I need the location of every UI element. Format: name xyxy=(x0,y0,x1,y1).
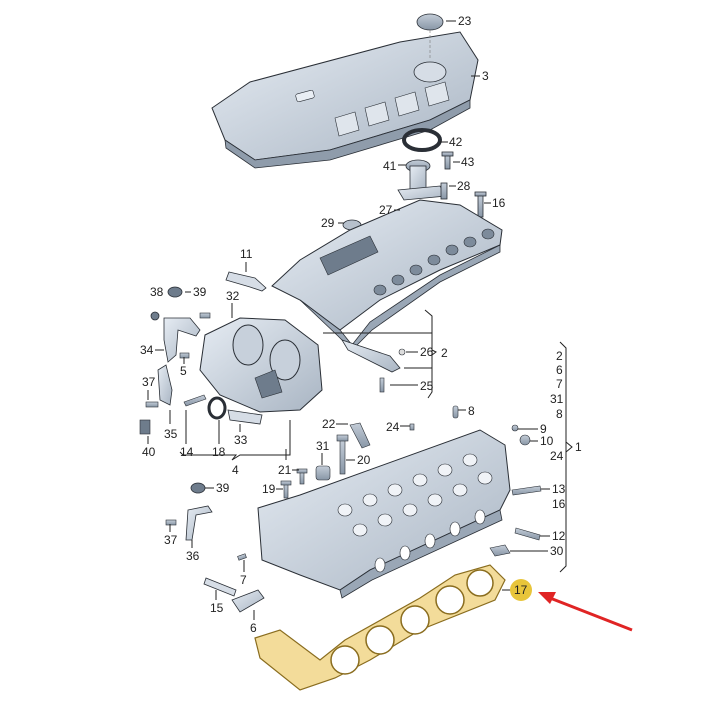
callout-4-group[interactable]: 4 xyxy=(232,463,239,477)
callout-22[interactable]: 22 xyxy=(322,417,336,431)
callout-36[interactable]: 36 xyxy=(186,549,200,563)
callout-23[interactable]: 23 xyxy=(458,14,472,28)
callout-8[interactable]: 8 xyxy=(468,404,475,418)
callout-24-mid[interactable]: 24 xyxy=(386,420,400,434)
callout-33[interactable]: 33 xyxy=(234,433,248,447)
callout-10[interactable]: 10 xyxy=(540,434,554,448)
callout-14[interactable]: 14 xyxy=(180,445,194,459)
oil-filler-cap-part xyxy=(416,13,444,31)
callout-25[interactable]: 25 xyxy=(420,379,434,393)
callout-16-bottom[interactable]: 16 xyxy=(552,497,566,511)
callout-28[interactable]: 28 xyxy=(457,179,471,193)
callout-29[interactable]: 29 xyxy=(321,216,335,230)
callout-17-highlighted[interactable]: 17 xyxy=(514,583,528,597)
callout-16-top[interactable]: 16 xyxy=(492,196,506,210)
callout-3[interactable]: 3 xyxy=(482,69,489,83)
callout-30[interactable]: 30 xyxy=(550,544,564,558)
cylinder-head-part xyxy=(257,429,511,599)
callout-11[interactable]: 11 xyxy=(240,247,253,261)
engine-cover-part xyxy=(211,31,479,169)
callout-40[interactable]: 40 xyxy=(142,445,156,459)
callout-7[interactable]: 7 xyxy=(240,573,247,587)
leader-lines xyxy=(147,20,573,620)
callout-2-group[interactable]: 2 xyxy=(441,346,448,360)
callout-27[interactable]: 27 xyxy=(379,203,393,217)
group1-item-6: 6 xyxy=(556,363,563,377)
callout-37-top[interactable]: 37 xyxy=(142,375,156,389)
callout-6[interactable]: 6 xyxy=(250,621,257,635)
callout-13[interactable]: 13 xyxy=(552,482,566,496)
timing-cover-part xyxy=(199,317,323,413)
seal-ring-part xyxy=(402,128,442,152)
highlight-arrow xyxy=(538,592,633,632)
callout-19[interactable]: 19 xyxy=(262,482,276,496)
group1-item-8: 8 xyxy=(556,407,563,421)
callout-39-top[interactable]: 39 xyxy=(193,285,207,299)
camshaft-housing-part xyxy=(271,199,503,351)
group1-item-24: 24 xyxy=(550,449,564,463)
callout-1-group[interactable]: 1 xyxy=(575,440,582,454)
callout-15[interactable]: 15 xyxy=(210,601,224,615)
callout-32[interactable]: 32 xyxy=(226,289,240,303)
head-gasket-part xyxy=(254,564,506,691)
callout-34[interactable]: 34 xyxy=(140,343,154,357)
highlight-badge xyxy=(510,579,532,601)
callout-18[interactable]: 18 xyxy=(212,445,226,459)
group1-item-7: 7 xyxy=(556,377,563,391)
callout-42[interactable]: 42 xyxy=(449,135,463,149)
callout-37-bottom[interactable]: 37 xyxy=(164,533,178,547)
callout-12[interactable]: 12 xyxy=(552,529,566,543)
callout-39-bottom[interactable]: 39 xyxy=(216,481,230,495)
callout-38[interactable]: 38 xyxy=(150,285,164,299)
callout-5[interactable]: 5 xyxy=(180,364,187,378)
callout-41[interactable]: 41 xyxy=(383,159,397,173)
group1-item-31: 31 xyxy=(550,392,564,406)
callout-9[interactable]: 9 xyxy=(540,422,547,436)
callout-20[interactable]: 20 xyxy=(357,453,371,467)
callout-26[interactable]: 26 xyxy=(420,345,434,359)
group1-item-2: 2 xyxy=(556,349,563,363)
callout-43[interactable]: 43 xyxy=(461,155,475,169)
callout-21[interactable]: 21 xyxy=(278,463,292,477)
callout-31[interactable]: 31 xyxy=(316,439,330,453)
filler-neck-part xyxy=(397,159,447,201)
callout-35[interactable]: 35 xyxy=(164,427,178,441)
